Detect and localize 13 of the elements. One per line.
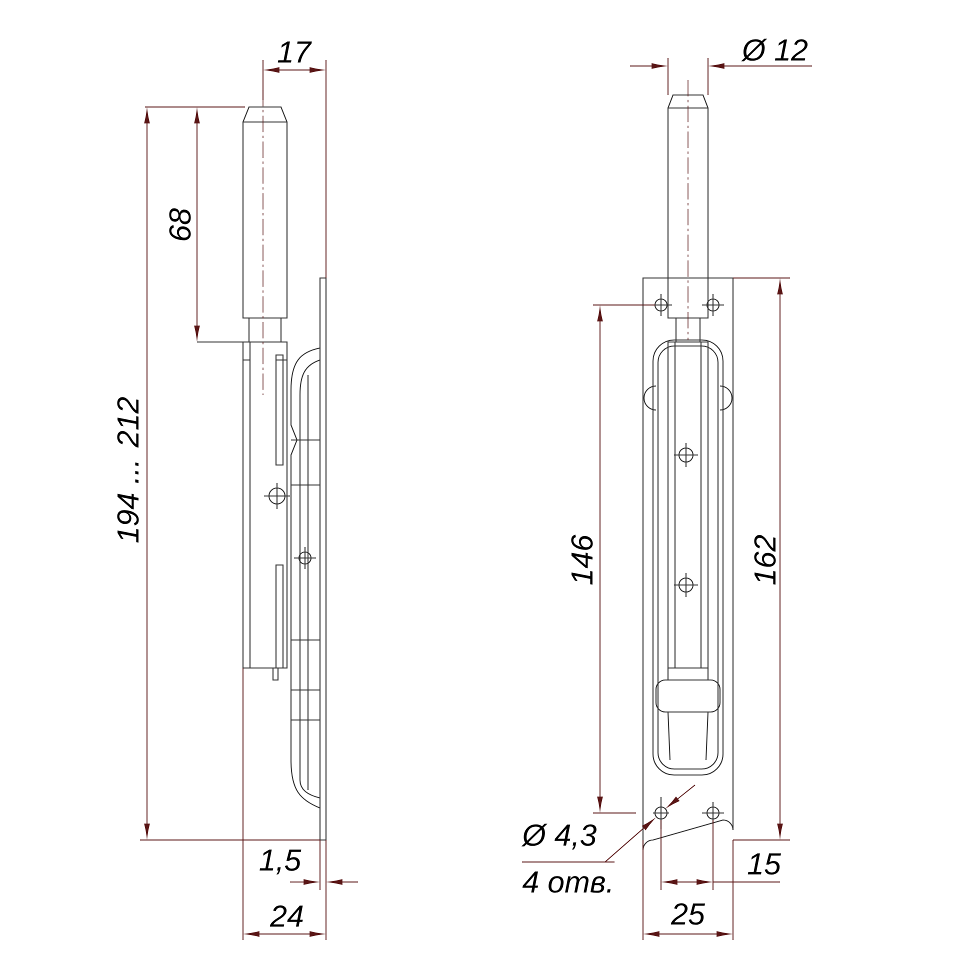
dimension-label: 24 — [270, 905, 303, 927]
mounting-hole — [654, 806, 668, 820]
dimension-label: 68 — [169, 208, 191, 240]
dimension-label: 25 — [670, 903, 706, 925]
dimension-label: 15 — [748, 853, 782, 875]
dimension-label: 146 — [571, 534, 593, 585]
callout-text: Ø 4,3 4 отв. — [521, 824, 611, 893]
dimension-label: 194 ... 212 — [117, 397, 139, 543]
dimension-label: 17 — [278, 42, 312, 62]
dimension-label: 162 — [754, 535, 776, 585]
leader-line — [522, 819, 654, 862]
dimension-label: 1,5 — [260, 850, 302, 874]
dimension-label: Ø 12 — [741, 38, 808, 62]
